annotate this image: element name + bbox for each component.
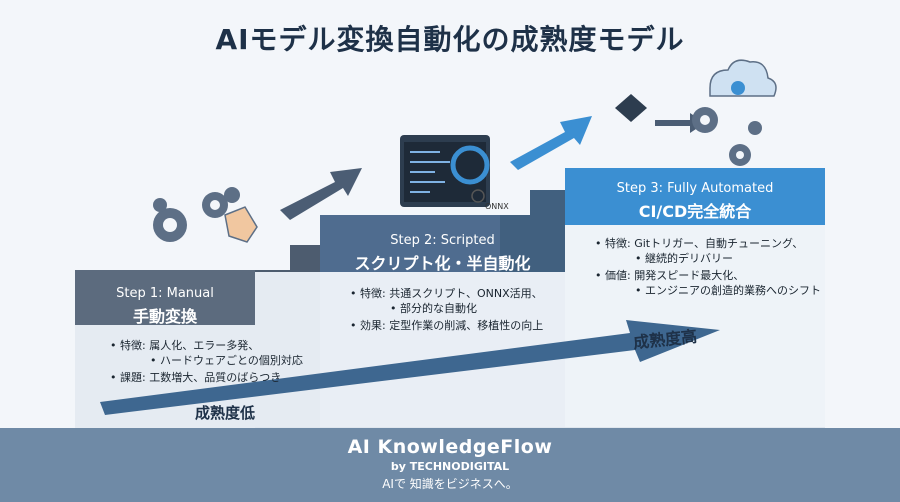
step-3: Step 3: Fully Automated CI/CD完全統合	[565, 168, 825, 225]
list-item: 特徴: 属人化、エラー多発、	[110, 338, 330, 353]
list-item: 特徴: 共通スクリプト、ONNX活用、	[350, 286, 580, 301]
list-item: 効果: 定型作業の削減、移植性の向上	[350, 318, 580, 333]
step-2-title: スクリプト化・半自動化	[354, 254, 531, 273]
step-1: Step 1: Manual 手動変換	[75, 270, 255, 428]
brand-byline: by TECHNODIGITAL	[390, 460, 510, 473]
step-1-label: Step 1: Manual	[116, 286, 214, 301]
list-item: 継続的デリバリー	[595, 251, 830, 266]
list-item: 特徴: Gitトリガー、自動チューニング、	[595, 236, 830, 251]
step-3-title: CI/CD完全統合	[638, 202, 752, 221]
footer-banner: AI KnowledgeFlow by TECHNODIGITAL AIで 知識…	[0, 428, 900, 502]
step-2: Step 2: Scripted スクリプト化・半自動化	[320, 215, 565, 273]
list-item: ハードウェアごとの個別対応	[110, 353, 330, 368]
brand-tagline: AIで 知識をビジネスへ。	[382, 477, 518, 491]
step-1-bullets: 特徴: 属人化、エラー多発、 ハードウェアごとの個別対応 課題: 工数増大、品質…	[110, 338, 330, 387]
step-1-title: 手動変換	[132, 307, 197, 326]
page-title: AIモデル変換自動化の成熟度モデル	[215, 23, 685, 56]
onnx-label: ONNX	[485, 202, 509, 211]
step-3-bullets: 特徴: Gitトリガー、自動チューニング、 継続的デリバリー 価値: 開発スピー…	[595, 236, 830, 300]
step-2-bullets: 特徴: 共通スクリプト、ONNX活用、 部分的な自動化 効果: 定型作業の削減、…	[350, 286, 580, 335]
step-3-label: Step 3: Fully Automated	[616, 181, 774, 196]
maturity-low-label: 成熟度低	[195, 404, 256, 422]
list-item: 価値: 開発スピード最大化、	[595, 268, 830, 283]
list-item: 部分的な自動化	[350, 301, 580, 316]
list-item: エンジニアの創造的業務へのシフト	[595, 283, 830, 298]
list-item: 課題: 工数増大、品質のばらつき	[110, 370, 330, 385]
brand-name: AI KnowledgeFlow	[347, 436, 553, 458]
step-2-label: Step 2: Scripted	[390, 233, 495, 248]
